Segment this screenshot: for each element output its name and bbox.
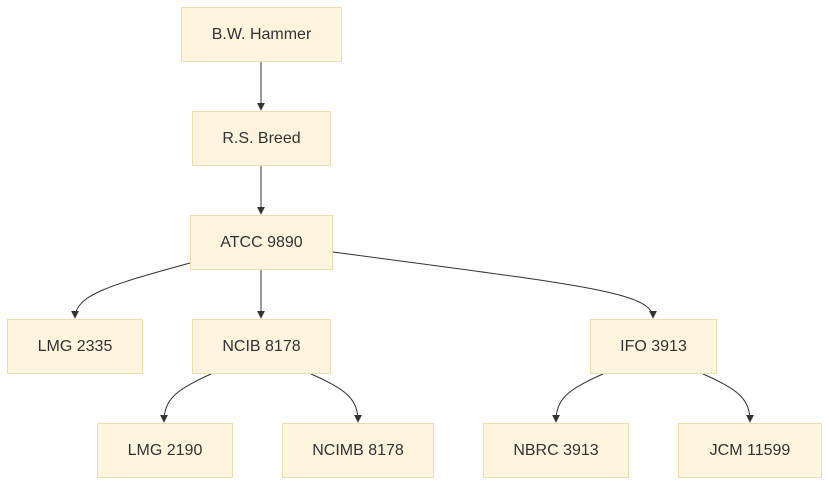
node-lmg-2190: LMG 2190 bbox=[97, 423, 233, 478]
node-label: R.S. Breed bbox=[222, 129, 301, 147]
node-label: LMG 2335 bbox=[37, 337, 113, 355]
node-label: NBRC 3913 bbox=[513, 441, 599, 459]
node-label: JCM 11599 bbox=[709, 441, 791, 459]
node-ncib-8178: NCIB 8178 bbox=[192, 319, 331, 374]
edge-ifo-nbrc bbox=[552, 373, 604, 423]
edge-ifo-jcm bbox=[702, 373, 754, 423]
node-label: NCIB 8178 bbox=[222, 337, 301, 355]
node-label: IFO 3913 bbox=[620, 337, 687, 355]
node-bw-hammer: B.W. Hammer bbox=[181, 7, 342, 62]
node-nbrc-3913: NBRC 3913 bbox=[483, 423, 629, 478]
node-label: ATCC 9890 bbox=[220, 233, 303, 251]
edge-atcc-lmg2335 bbox=[71, 262, 191, 319]
edge-ncib-ncimb bbox=[310, 373, 362, 423]
node-lmg-2335: LMG 2335 bbox=[7, 319, 143, 374]
edge-ncib-lmg2190 bbox=[160, 373, 212, 423]
edge-atcc-ifo bbox=[332, 251, 657, 319]
node-label: LMG 2190 bbox=[127, 441, 203, 459]
node-label: NCIMB 8178 bbox=[312, 441, 404, 459]
node-jcm-11599: JCM 11599 bbox=[678, 423, 822, 478]
node-ifo-3913: IFO 3913 bbox=[590, 319, 717, 374]
node-atcc-9890: ATCC 9890 bbox=[190, 215, 333, 270]
node-ncimb-8178: NCIMB 8178 bbox=[282, 423, 434, 478]
node-rs-breed: R.S. Breed bbox=[192, 111, 331, 166]
node-label: B.W. Hammer bbox=[211, 25, 312, 43]
